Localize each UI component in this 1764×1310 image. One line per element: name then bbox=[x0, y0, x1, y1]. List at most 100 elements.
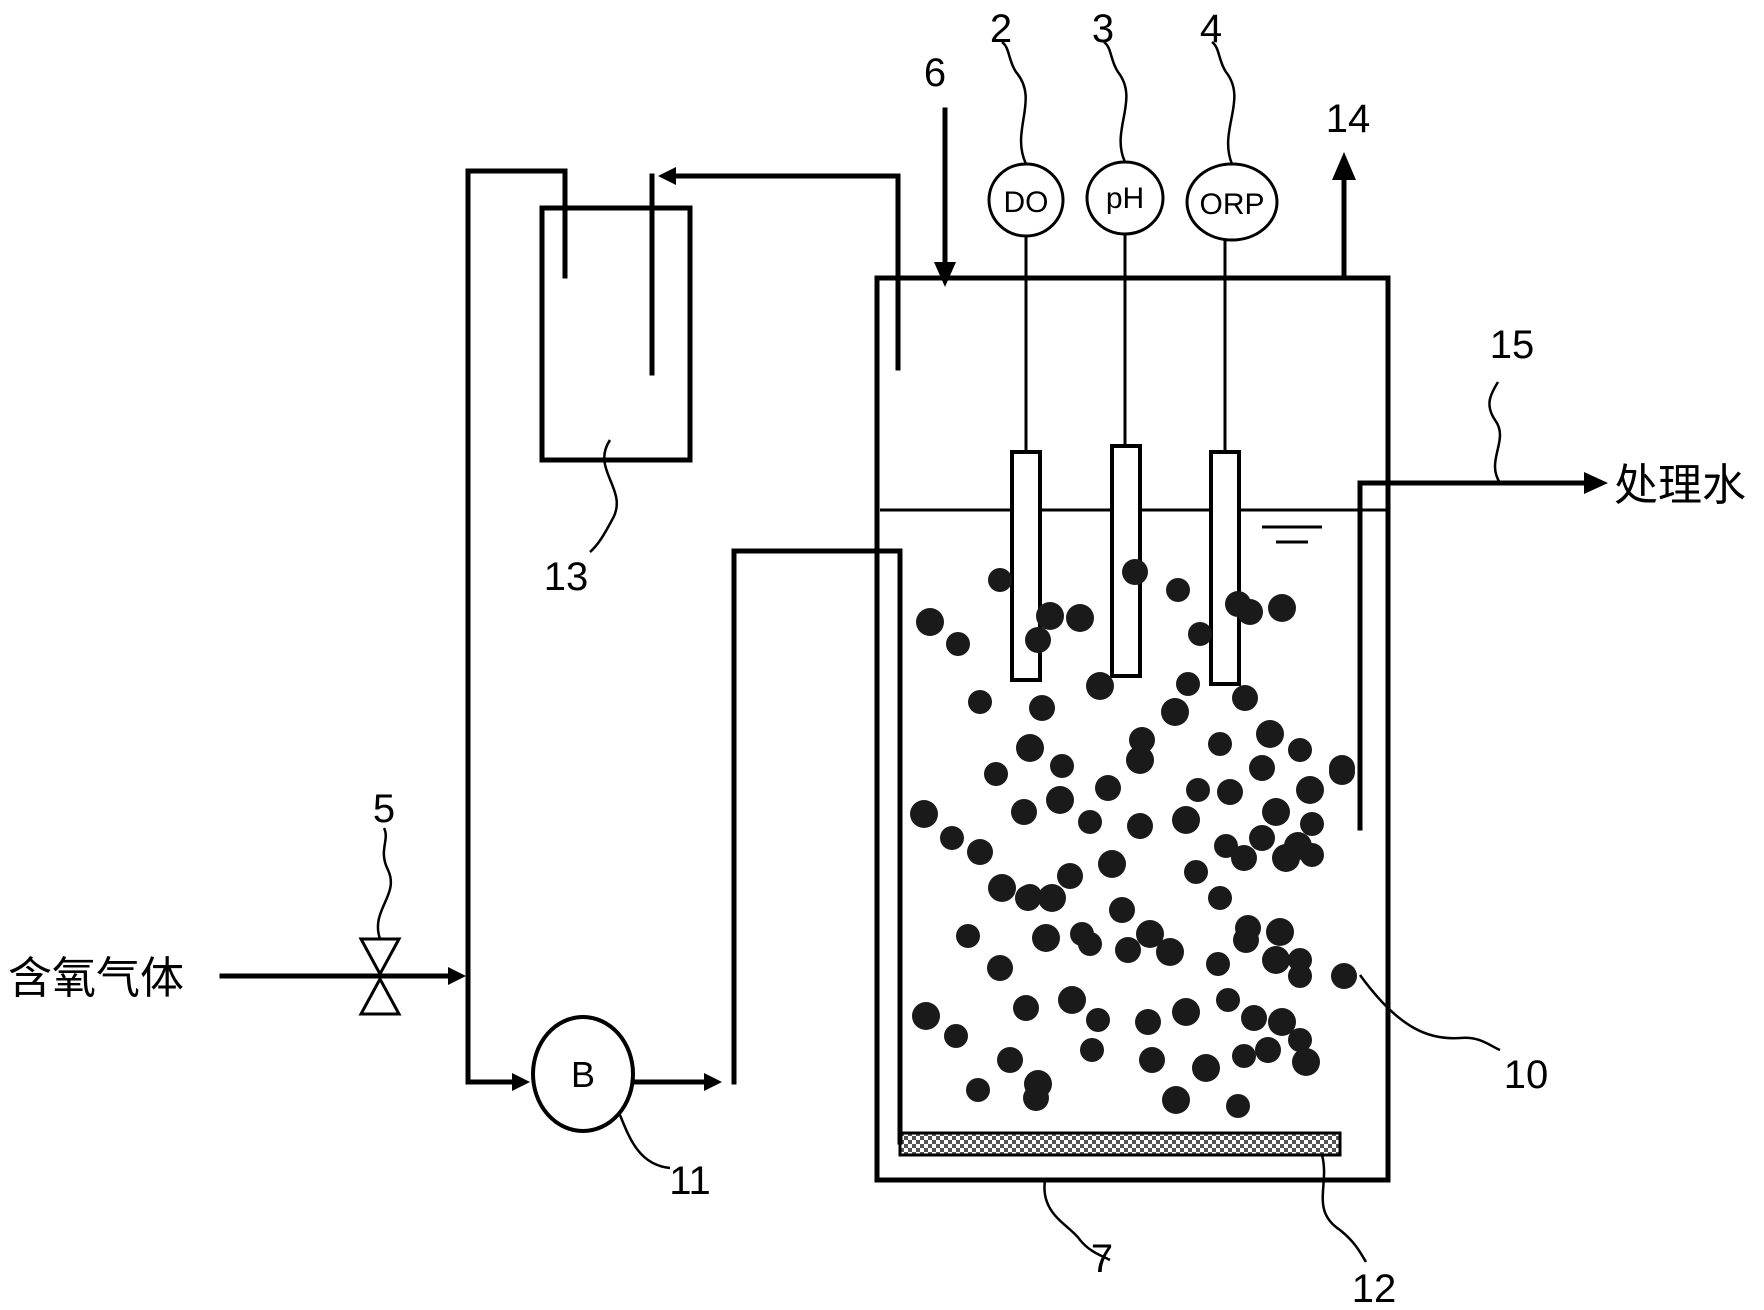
blower-symbol: B bbox=[571, 1054, 595, 1095]
carrier-particle bbox=[1329, 759, 1355, 785]
carrier-particle bbox=[1331, 963, 1357, 989]
carrier-particle bbox=[1176, 672, 1200, 696]
inlet-gas-label: 含氧气体 bbox=[8, 953, 184, 1004]
carrier-particle bbox=[1086, 1008, 1110, 1032]
carrier-particle bbox=[1109, 897, 1135, 923]
carrier-particle bbox=[1162, 1086, 1190, 1114]
carrier-particle bbox=[910, 800, 938, 828]
blower-inlet-arrowhead bbox=[512, 1073, 530, 1091]
orp-meter-label: ORP bbox=[1199, 188, 1264, 221]
carrier-particle bbox=[1136, 920, 1164, 948]
carrier-particle bbox=[1015, 885, 1041, 911]
carrier-particle bbox=[1016, 734, 1044, 762]
do-meter-label: DO bbox=[1004, 186, 1049, 219]
carrier-particle bbox=[1013, 995, 1039, 1021]
carrier-particle bbox=[1232, 685, 1258, 711]
leader-outlet bbox=[1488, 381, 1502, 484]
carrier-particle bbox=[1186, 778, 1210, 802]
carrier-particle bbox=[940, 826, 964, 850]
carrier-particle bbox=[1268, 1008, 1296, 1036]
trap-vessel bbox=[539, 205, 693, 463]
gas-valve-icon bbox=[358, 937, 402, 1016]
outlet-pipe bbox=[1357, 480, 1589, 831]
carrier-particle bbox=[1036, 602, 1064, 630]
carrier-particle bbox=[1288, 964, 1312, 988]
leader-ph bbox=[1103, 41, 1128, 163]
carrier-particle bbox=[1272, 844, 1300, 872]
ph-meter-label: pH bbox=[1106, 182, 1144, 215]
carrier-particle bbox=[1233, 927, 1259, 953]
carrier-particle bbox=[1226, 1094, 1250, 1118]
carrier-particle bbox=[1192, 1054, 1220, 1082]
carrier-particle bbox=[967, 839, 993, 865]
carrier-particle bbox=[988, 568, 1012, 592]
leader-tank bbox=[1043, 1179, 1111, 1262]
carrier-particle bbox=[966, 1078, 990, 1102]
air-supply-pipe bbox=[731, 548, 903, 1145]
carrier-particle bbox=[1184, 860, 1208, 884]
label-diffuser: 12 bbox=[1352, 1267, 1397, 1310]
carrier-particle bbox=[988, 874, 1016, 902]
carrier-particle bbox=[1172, 806, 1200, 834]
leader-blower bbox=[618, 1114, 671, 1170]
carrier-particle bbox=[1058, 986, 1086, 1014]
leader-orp bbox=[1211, 41, 1236, 165]
label-ph: 3 bbox=[1092, 7, 1114, 51]
carrier-particle bbox=[916, 608, 944, 636]
label-carrier: 10 bbox=[1504, 1053, 1549, 1097]
carrier-particle bbox=[956, 924, 980, 948]
carrier-particle bbox=[1216, 988, 1240, 1012]
carrier-particle bbox=[1255, 1037, 1281, 1063]
carrier-particle bbox=[1161, 698, 1189, 726]
carrier-particle bbox=[1126, 746, 1154, 774]
carrier-particle bbox=[912, 1002, 940, 1030]
blower-icon bbox=[531, 1015, 635, 1133]
carrier-particle bbox=[1078, 810, 1102, 834]
ph-sensor bbox=[1110, 231, 1142, 678]
carrier-particle bbox=[1135, 1009, 1161, 1035]
carrier-particle bbox=[1268, 594, 1296, 622]
leader-diffuser bbox=[1320, 1154, 1368, 1263]
carrier-particle bbox=[1011, 799, 1037, 825]
carrier-particle bbox=[946, 632, 970, 656]
gas-return-pipe bbox=[669, 173, 901, 371]
carrier-particle bbox=[1249, 755, 1275, 781]
exhaust-arrowhead bbox=[1332, 152, 1356, 180]
carrier-particle bbox=[1057, 863, 1083, 889]
carrier-particle bbox=[1023, 1085, 1049, 1111]
carrier-particle bbox=[1029, 695, 1055, 721]
carrier-particle bbox=[1217, 779, 1243, 805]
carrier-particle bbox=[1166, 578, 1190, 602]
carrier-particles bbox=[910, 559, 1357, 1118]
leader-valve bbox=[376, 827, 393, 940]
reactor-tank bbox=[874, 275, 1391, 1183]
carrier-particle bbox=[1292, 1048, 1320, 1076]
carrier-particle bbox=[1188, 622, 1212, 646]
leader-do bbox=[1001, 41, 1028, 165]
carrier-particle bbox=[1262, 798, 1290, 826]
carrier-particle bbox=[1122, 559, 1148, 585]
carrier-particle bbox=[1050, 754, 1074, 778]
carrier-particle bbox=[1249, 825, 1275, 851]
carrier-particle bbox=[1115, 937, 1141, 963]
carrier-particle bbox=[1129, 727, 1155, 753]
carrier-particle bbox=[1232, 1044, 1256, 1068]
carrier-particle bbox=[1038, 884, 1066, 912]
carrier-particle bbox=[1256, 720, 1284, 748]
water-surface-symbol bbox=[1262, 525, 1322, 544]
carrier-particle bbox=[1078, 932, 1102, 956]
carrier-particle bbox=[1046, 786, 1074, 814]
carrier-particle bbox=[1080, 1038, 1104, 1062]
carrier-particle bbox=[1300, 843, 1324, 867]
label-outlet: 15 bbox=[1490, 323, 1535, 367]
carrier-particle bbox=[1095, 775, 1121, 801]
treated-water-label: 处理水 bbox=[1614, 460, 1746, 511]
orp-sensor bbox=[1209, 231, 1241, 686]
blower-outlet-arrowhead bbox=[704, 1073, 722, 1091]
feed-arrowhead bbox=[934, 262, 956, 287]
carrier-particle bbox=[1156, 938, 1184, 966]
carrier-particle bbox=[1098, 850, 1126, 878]
carrier-particle bbox=[944, 1024, 968, 1048]
label-do: 2 bbox=[990, 7, 1012, 51]
